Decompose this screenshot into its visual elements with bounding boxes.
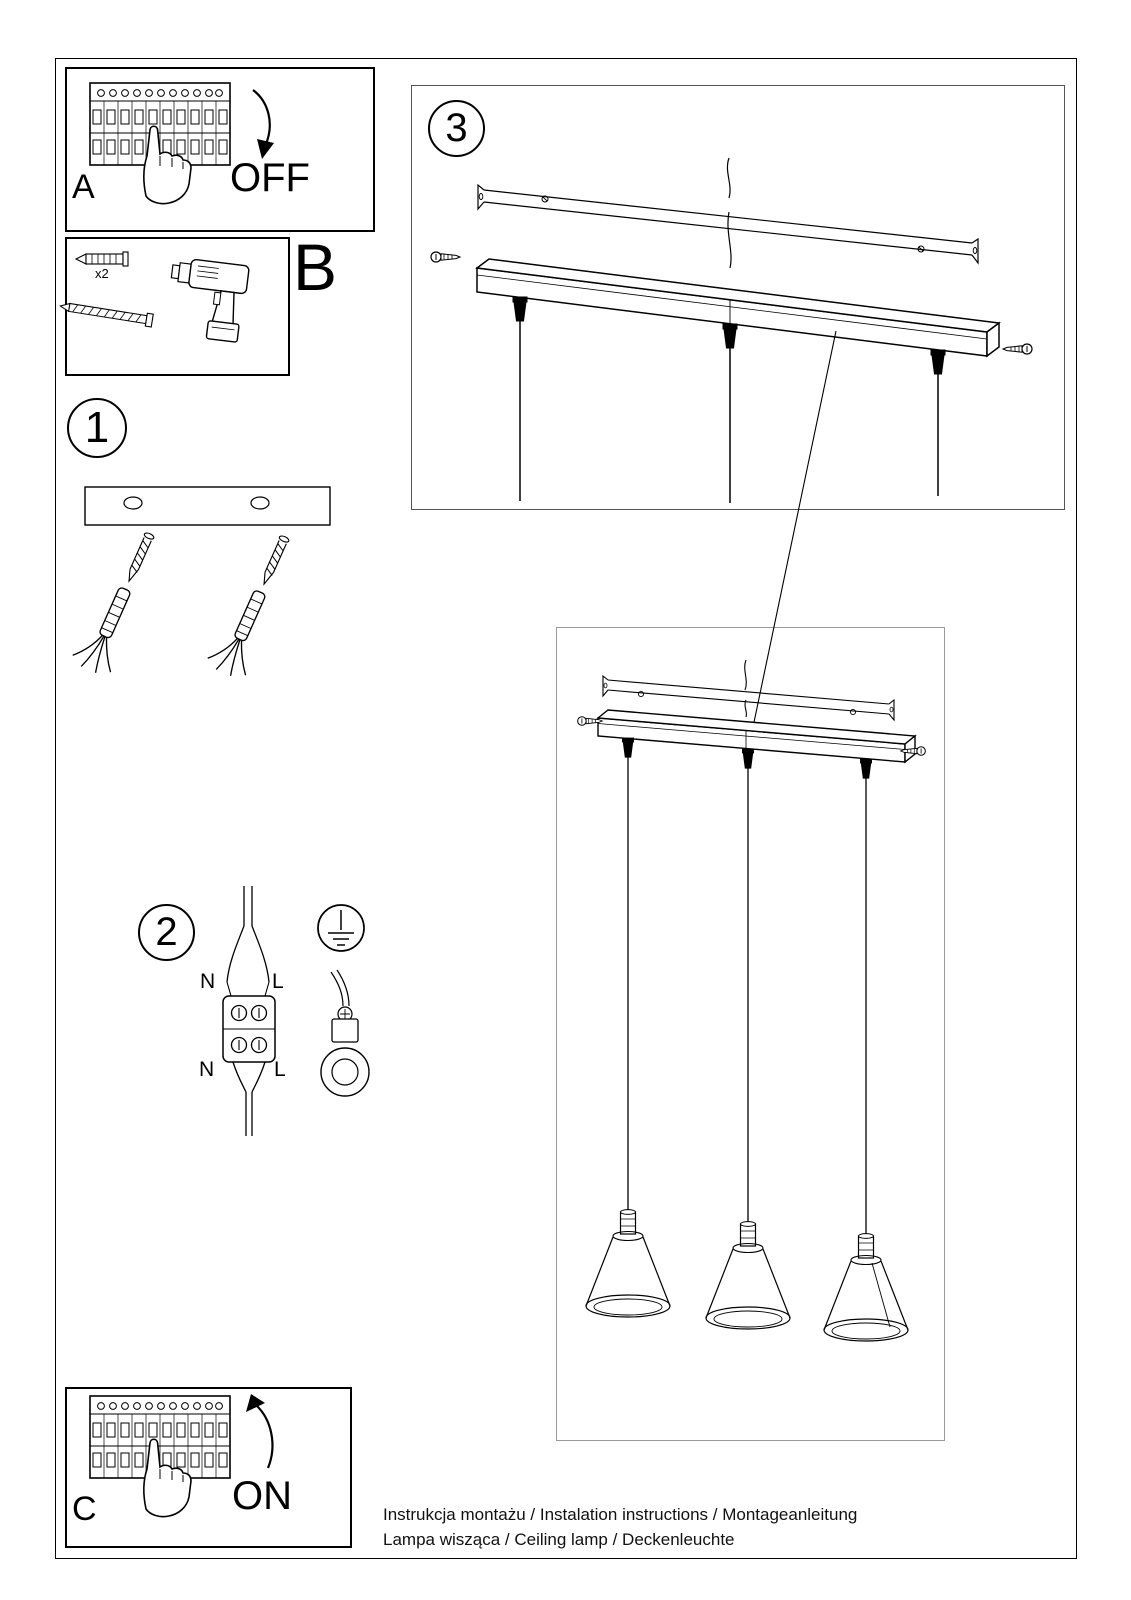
step-b-box: [65, 237, 290, 376]
step-a-letter: A: [72, 168, 95, 206]
footer-text: Instrukcja montażu / Instalation instruc…: [383, 1502, 857, 1552]
footer-line-2: Lampa wisząca / Ceiling lamp / Deckenleu…: [383, 1530, 735, 1549]
pendant-lamp-detail-box: [556, 627, 945, 1441]
step-c-letter: C: [72, 1490, 97, 1528]
neutral-wire-label-bottom: N: [199, 1058, 215, 1081]
step-a-box: [65, 67, 375, 232]
footer-line-1: Instrukcja montażu / Instalation instruc…: [383, 1505, 858, 1524]
step-2-number: 2: [138, 904, 195, 961]
neutral-wire-label-top: N: [200, 970, 216, 993]
live-wire-label-bottom: L: [274, 1058, 286, 1081]
step-b-letter: B: [293, 230, 338, 304]
step-c-box: [65, 1387, 352, 1548]
power-off-label: OFF: [230, 156, 310, 200]
step-3-number: 3: [428, 100, 485, 157]
power-on-label: ON: [232, 1474, 292, 1518]
live-wire-label-top: L: [272, 970, 284, 993]
anchor-count-label: x2: [95, 266, 109, 281]
step-3-box: [411, 85, 1065, 510]
page-border: [55, 58, 1077, 1559]
step-1-number: 1: [67, 398, 127, 458]
